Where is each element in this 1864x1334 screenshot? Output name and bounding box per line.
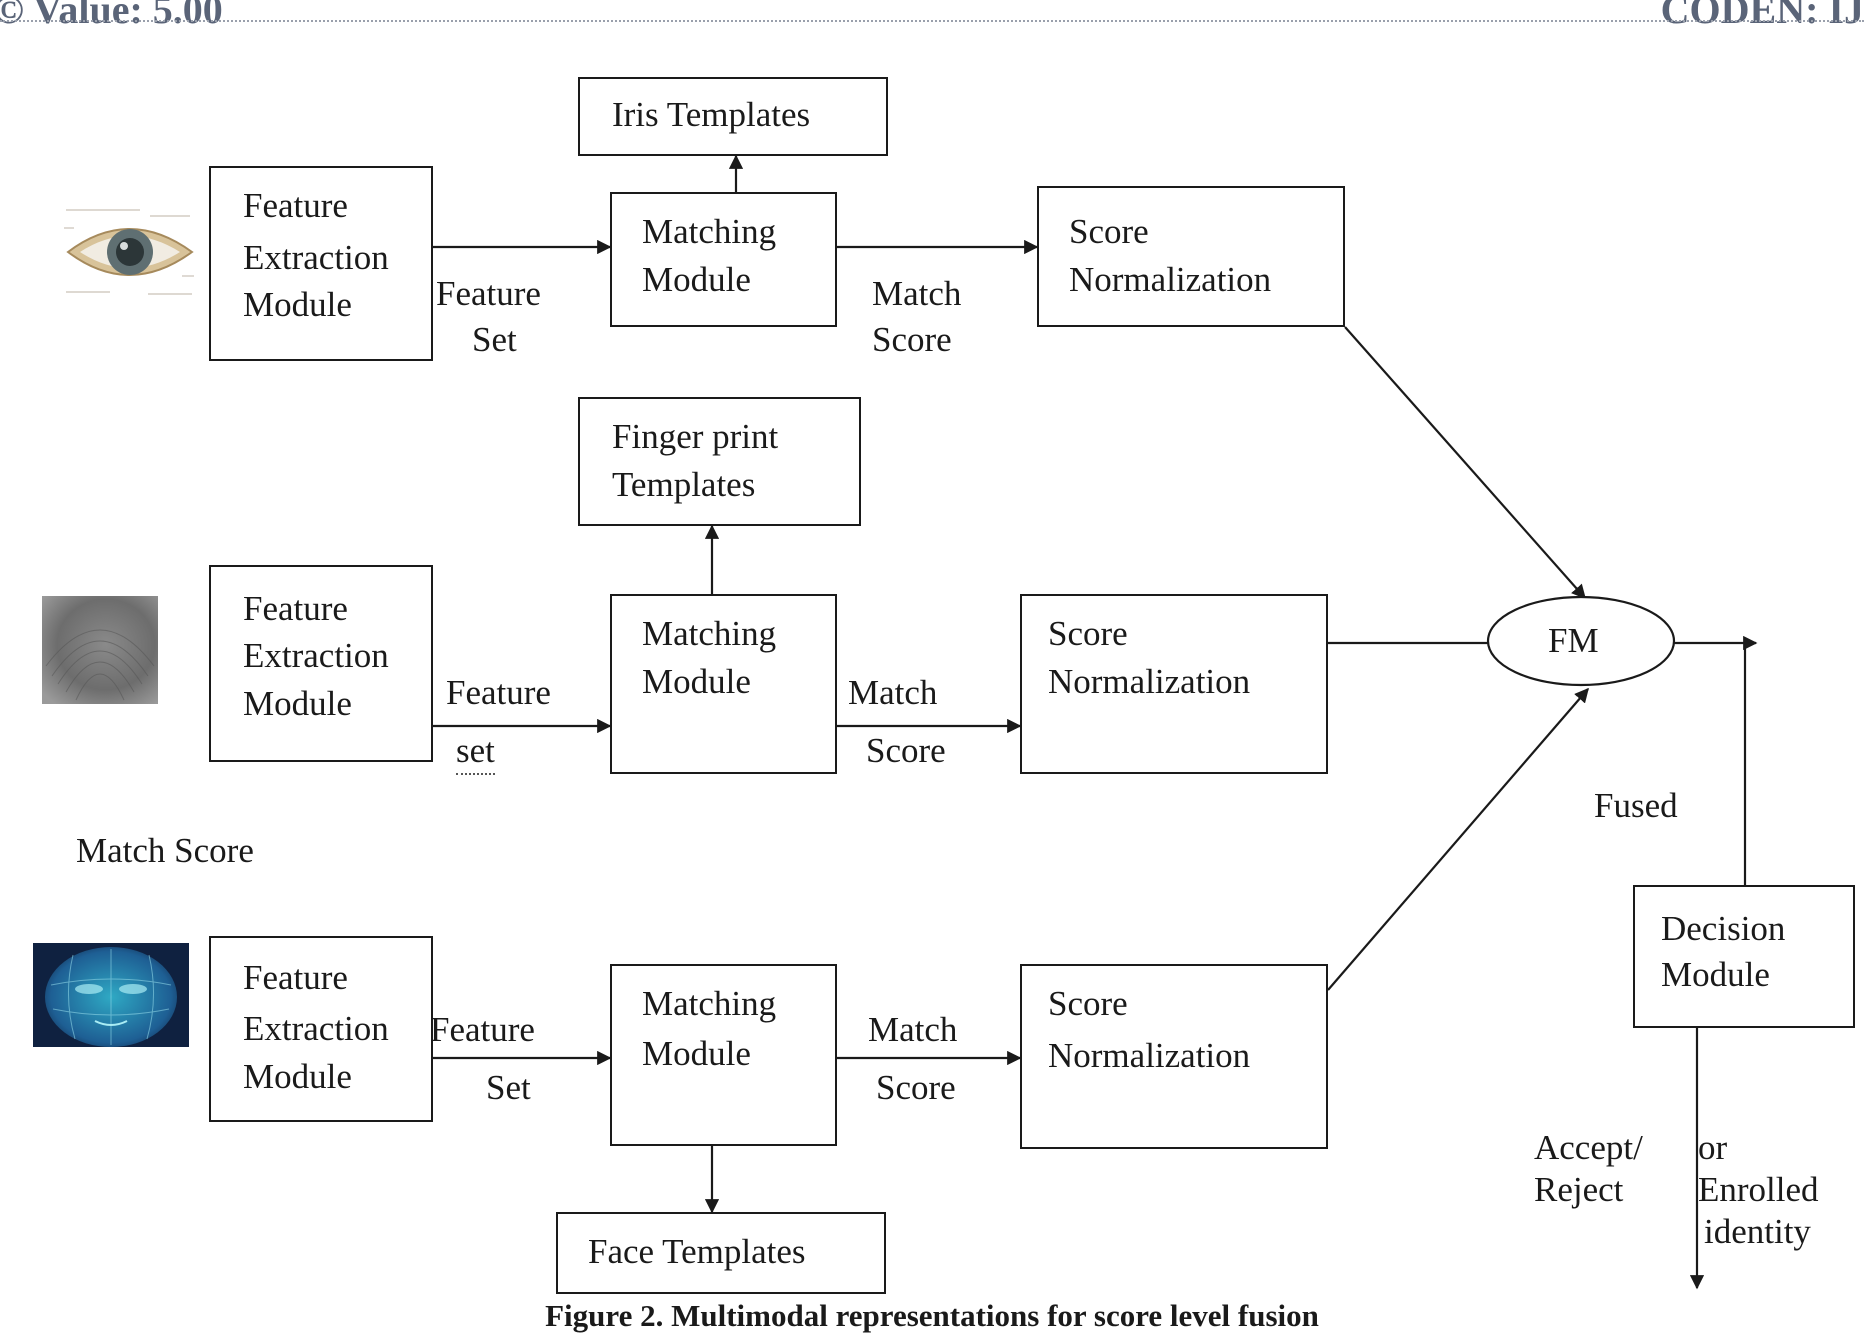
face-matching-line-1: Matching: [642, 984, 777, 1023]
fingerprint-image: [42, 596, 158, 704]
iris-feature-set-label-1: Feature: [436, 274, 541, 313]
arrow-iris-norm-to-fm: [1344, 326, 1586, 600]
iris-templates-box: Iris Templates: [578, 77, 888, 156]
iris-templates-label: Iris Templates: [612, 95, 811, 134]
iris-score-normalization-box: Score Normalization: [1037, 186, 1345, 327]
eye-image: [60, 202, 198, 302]
decision-line-2: Module: [1661, 955, 1770, 994]
decision-line-1: Decision: [1661, 909, 1786, 948]
fp-feature-set-label-2: set: [456, 729, 495, 775]
iris-fe-line-3: Module: [243, 285, 352, 324]
decision-module-box: Decision Module: [1633, 885, 1855, 1028]
face-score-normalization-box: Score Normalization: [1020, 964, 1328, 1149]
face-templates-box: Face Templates: [556, 1212, 886, 1294]
fp-norm-line-2: Normalization: [1048, 662, 1251, 701]
fp-norm-line-1: Score: [1048, 614, 1128, 653]
iris-norm-line-1: Score: [1069, 212, 1149, 251]
arrow-face-norm-to-fm: [1327, 687, 1589, 991]
iris-norm-line-2: Normalization: [1069, 260, 1272, 299]
iris-match-score-label-1: Match: [872, 274, 962, 313]
fp-fe-line-3: Module: [243, 684, 352, 723]
fp-templates-line-1: Finger print: [612, 417, 779, 456]
fp-fe-line-1: Feature: [243, 589, 348, 628]
face-match-score-label-1: Match: [868, 1010, 958, 1049]
face-scan-image: [33, 943, 189, 1047]
fp-matching-line-1: Matching: [642, 614, 777, 653]
accept-reject-line-2: Reject: [1534, 1170, 1624, 1209]
fp-match-score-label-2: Score: [866, 731, 946, 770]
iris-matching-line-1: Matching: [642, 212, 777, 251]
face-match-score-label-2: Score: [876, 1068, 956, 1107]
page-header-left: © Value: 5.00: [0, 0, 223, 32]
header-rule: [0, 20, 1864, 22]
iris-match-score-label-2: Score: [872, 320, 952, 359]
fp-templates-box: Finger print Templates: [578, 397, 861, 526]
fp-fe-line-2: Extraction: [243, 636, 389, 675]
face-templates-label: Face Templates: [588, 1232, 806, 1271]
enrolled-line-3: identity: [1704, 1212, 1811, 1251]
face-fe-line-2: Extraction: [243, 1009, 389, 1048]
fp-score-normalization-box: Score Normalization: [1020, 594, 1328, 774]
face-norm-line-1: Score: [1048, 984, 1128, 1023]
iris-feature-extraction-box: Feature Extraction Module: [209, 166, 433, 361]
fm-ellipse: [1486, 595, 1676, 687]
iris-fe-line-1: Feature: [243, 186, 348, 225]
fp-matching-module-box: Matching Module: [610, 594, 837, 774]
face-feature-set-label-1: Feature: [430, 1010, 535, 1049]
fp-matching-line-2: Module: [642, 662, 751, 701]
face-fe-line-1: Feature: [243, 958, 348, 997]
accept-reject-line-1: Accept/: [1534, 1128, 1643, 1167]
face-matching-line-2: Module: [642, 1034, 751, 1073]
match-score-side-label: Match Score: [76, 831, 254, 870]
face-norm-line-2: Normalization: [1048, 1036, 1251, 1075]
fp-templates-line-2: Templates: [612, 465, 756, 504]
face-feature-set-label-2: Set: [486, 1068, 531, 1107]
fp-feature-extraction-box: Feature Extraction Module: [209, 565, 433, 762]
enrolled-line-2: Enrolled: [1698, 1170, 1819, 1209]
fused-label: Fused: [1594, 786, 1678, 825]
figure-caption: Figure 2. Multimodal representations for…: [545, 1298, 1319, 1333]
face-feature-extraction-box: Feature Extraction Module: [209, 936, 433, 1122]
iris-fe-line-2: Extraction: [243, 238, 389, 277]
face-fe-line-3: Module: [243, 1057, 352, 1096]
fp-feature-set-label-1: Feature: [446, 673, 551, 712]
iris-feature-set-label-2: Set: [472, 320, 517, 359]
iris-matching-module-box: Matching Module: [610, 192, 837, 327]
face-matching-module-box: Matching Module: [610, 964, 837, 1146]
enrolled-line-1: or: [1698, 1128, 1728, 1167]
iris-matching-line-2: Module: [642, 260, 751, 299]
page-header-right: CODEN: IJ: [1660, 0, 1864, 32]
fm-label: FM: [1548, 621, 1599, 660]
fp-match-score-label-1: Match: [848, 673, 938, 712]
